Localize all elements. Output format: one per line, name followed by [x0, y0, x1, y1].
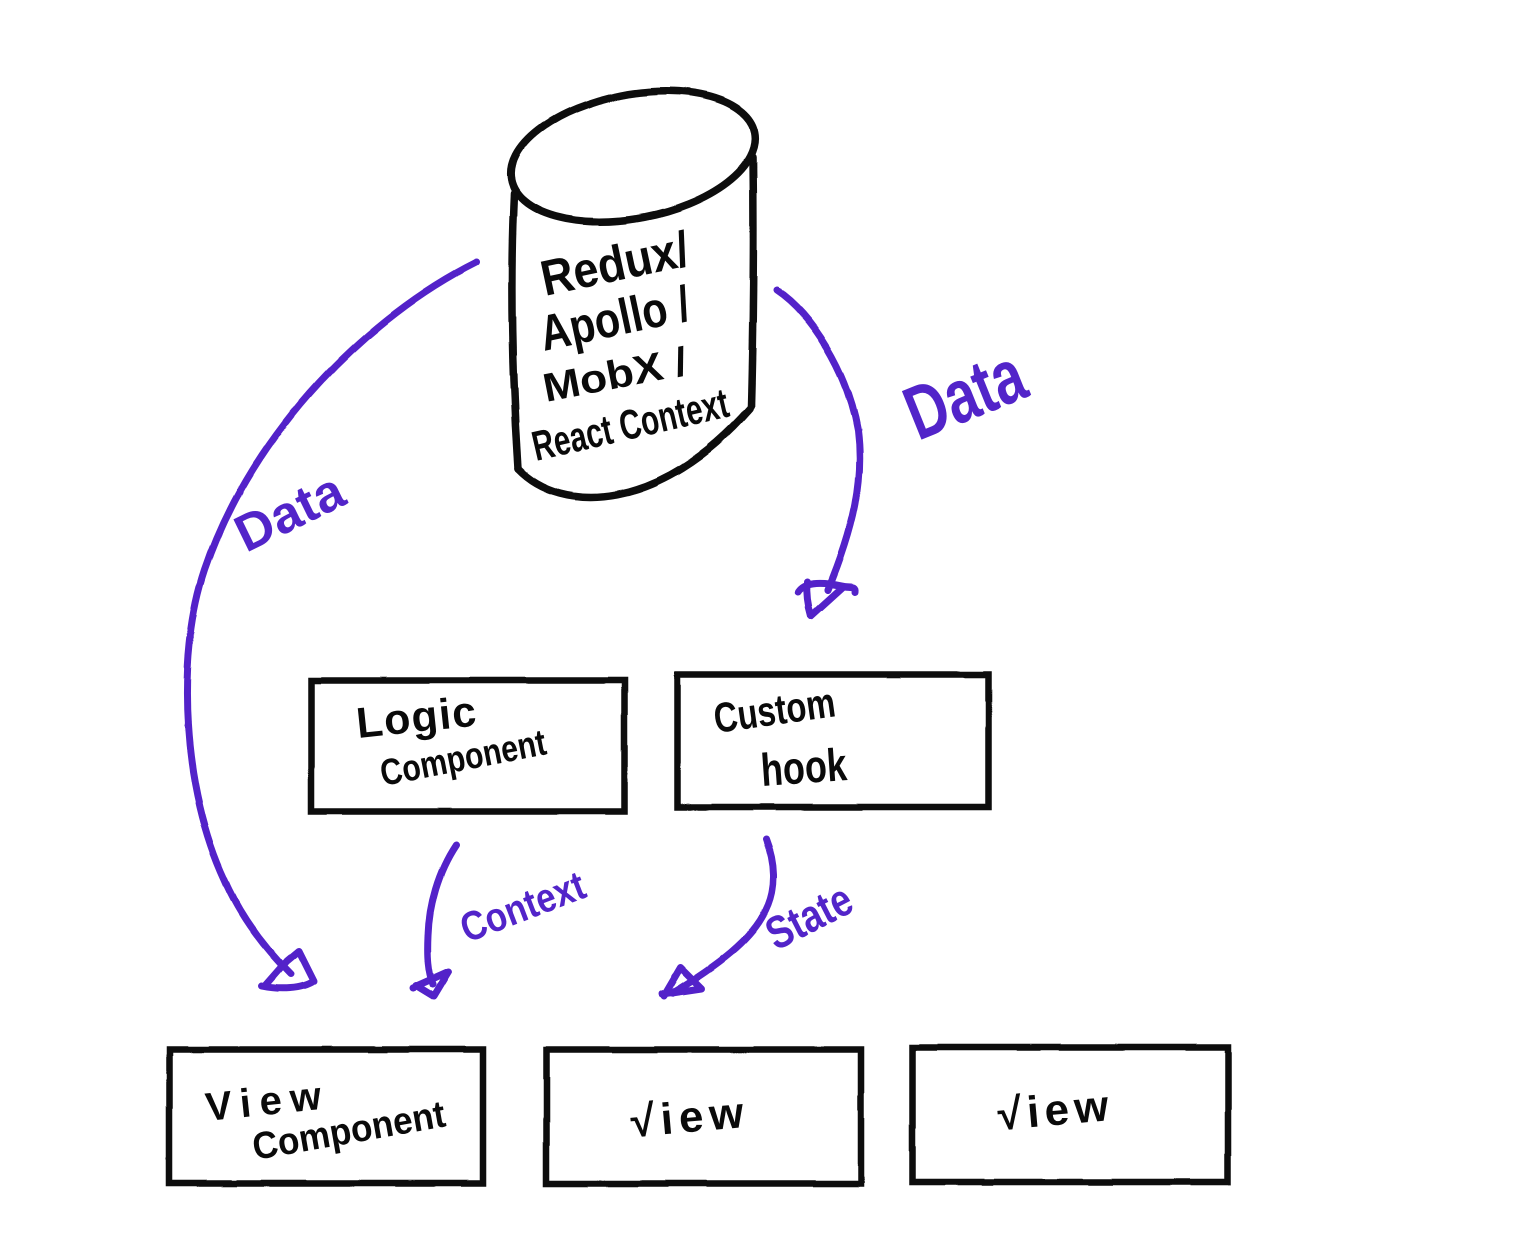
svg-text:√iew: √iew — [996, 1081, 1112, 1140]
svg-text:Data: Data — [892, 332, 1038, 457]
svg-text:Custom: Custom — [711, 678, 838, 742]
svg-text:√iew: √iew — [629, 1088, 747, 1147]
svg-text:Context: Context — [454, 862, 592, 952]
svg-text:hook: hook — [759, 738, 849, 796]
